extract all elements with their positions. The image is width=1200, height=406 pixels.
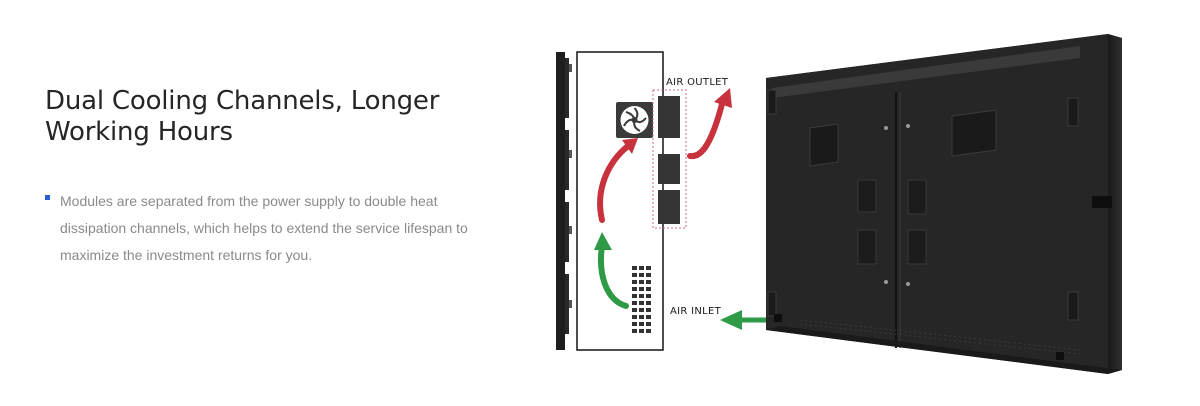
cooling-diagram-svg: AIR OUTLET AIR INLET: [556, 34, 1122, 374]
outlet-channel-outline: [652, 89, 687, 229]
outlet-vent-block: [658, 154, 680, 184]
red-outlet-arrow: [687, 101, 725, 160]
feature-text-block: Dual Cooling Channels, Longer Working Ho…: [45, 86, 495, 269]
bullet-square-icon: [45, 195, 50, 200]
feature-heading: Dual Cooling Channels, Longer Working Ho…: [45, 86, 440, 147]
red-airflow-arrow: [597, 143, 631, 223]
green-airflow-arrow: [598, 243, 629, 309]
power-supply-vents: [632, 266, 651, 333]
cabinet-cross-section: AIR OUTLET AIR INLET: [556, 51, 732, 351]
outlet-vent-block: [658, 190, 680, 224]
cabinet-handle: [951, 109, 997, 157]
fan-icon: [616, 102, 653, 138]
red-outlet-arrowhead: [714, 88, 732, 108]
red-airflow-arrowhead: [622, 138, 638, 154]
cabinet-handle: [809, 123, 839, 167]
outlet-vent-block: [658, 96, 680, 138]
led-cabinet-render: [766, 34, 1122, 374]
led-module-strip: [556, 52, 572, 350]
green-airflow-arrowhead: [594, 232, 612, 250]
cooling-illustration: AIR OUTLET AIR INLET: [540, 30, 1200, 406]
feature-bullet-item: Modules are separated from the power sup…: [45, 188, 495, 269]
feature-description: Modules are separated from the power sup…: [60, 193, 468, 263]
air-outlet-label: AIR OUTLET: [666, 77, 729, 88]
air-inlet-label: AIR INLET: [670, 306, 722, 317]
